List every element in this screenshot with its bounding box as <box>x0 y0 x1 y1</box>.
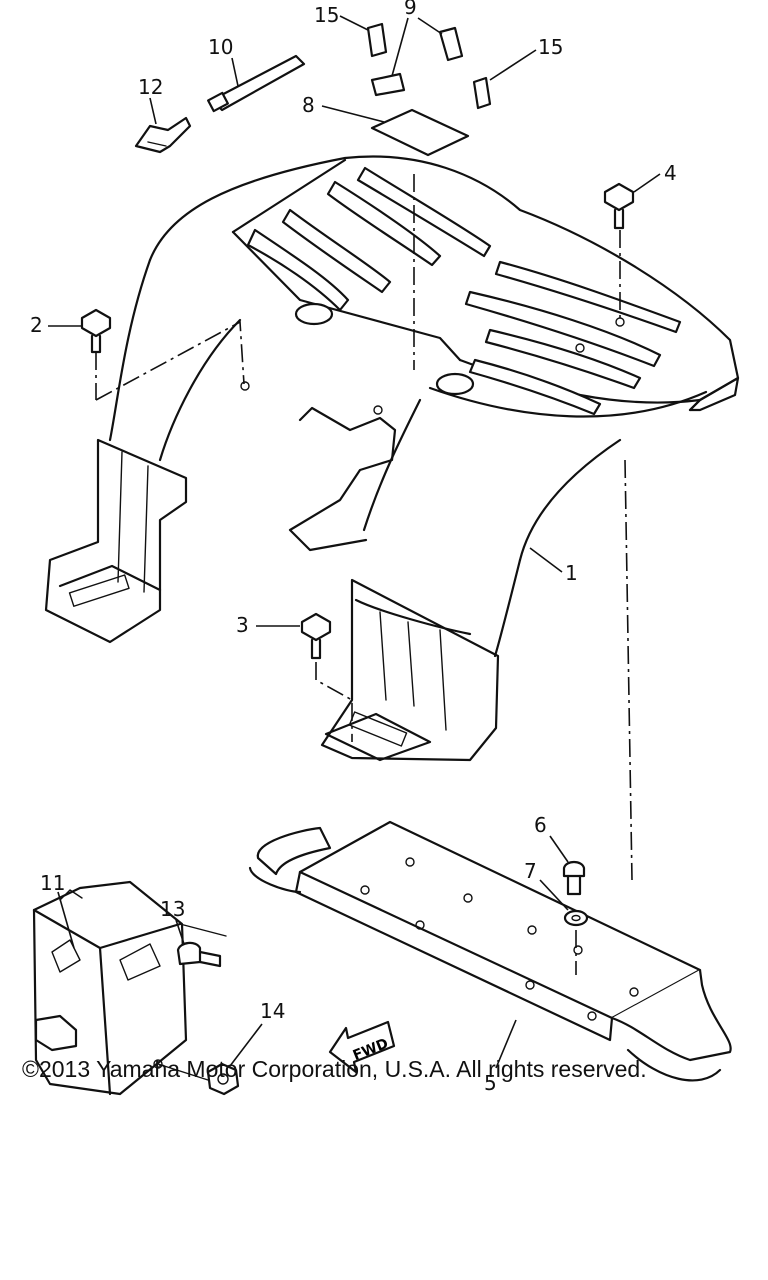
rear-fender <box>44 155 740 762</box>
pad-15-left <box>366 22 388 58</box>
strap-10 <box>207 54 306 113</box>
pad-9-lower <box>370 72 406 97</box>
bolt-13 <box>176 941 222 968</box>
callout-3: 3 <box>236 613 249 637</box>
callout-9: 9 <box>404 0 417 19</box>
pad-15-right <box>472 76 492 110</box>
bolt-2 <box>80 308 112 400</box>
mount-line-5 <box>624 459 633 881</box>
nut-14 <box>206 1062 240 1096</box>
mount-line-2 <box>95 320 245 401</box>
callout-10: 10 <box>208 35 233 59</box>
mat-8 <box>370 108 470 157</box>
callout-8: 8 <box>302 93 315 117</box>
callout-7: 7 <box>524 859 537 883</box>
callout-1: 1 <box>565 561 578 585</box>
carrier-plate <box>248 820 732 1082</box>
pad-9-right <box>438 26 464 62</box>
callout-4: 4 <box>664 161 677 185</box>
callout-11: 11 <box>40 871 65 895</box>
callout-15-left: 15 <box>314 3 339 27</box>
callouts: 1 2 3 4 5 6 7 8 9 10 11 12 13 14 15 15 <box>30 0 677 1095</box>
callout-15-right: 15 <box>538 35 563 59</box>
clip-12 <box>134 116 192 154</box>
bolt-3 <box>300 612 353 742</box>
callout-5: 5 <box>484 1071 497 1095</box>
exploded-parts-diagram: FWD 1 2 3 4 5 6 7 8 9 10 11 12 13 14 15 … <box>30 0 740 1096</box>
copyright-notice: ©2013 Yamaha Motor Corporation, U.S.A. A… <box>22 1056 647 1082</box>
screw-6 <box>562 860 586 896</box>
callout-12: 12 <box>138 75 163 99</box>
callout-14: 14 <box>260 999 285 1023</box>
callout-2: 2 <box>30 313 43 337</box>
bolt-4 <box>603 182 635 318</box>
tool-box <box>32 880 227 1096</box>
callout-13: 13 <box>160 897 185 921</box>
callout-6: 6 <box>534 813 547 837</box>
washer-7 <box>563 909 589 975</box>
